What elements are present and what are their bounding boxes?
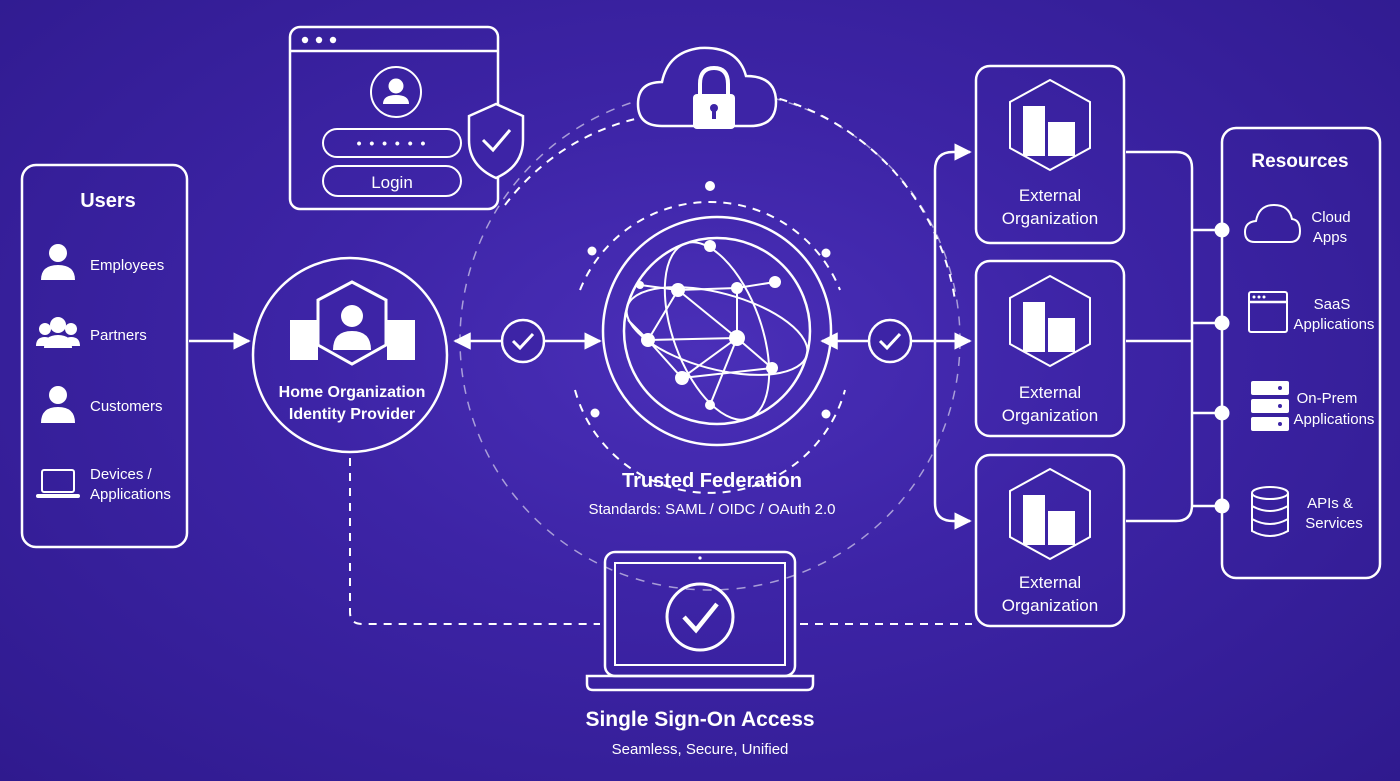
check-circle-icon xyxy=(665,582,735,652)
resource-onprem-line2: Applications xyxy=(1294,411,1375,428)
idp-to-sso-dashed-line xyxy=(349,458,600,625)
person-icon xyxy=(41,244,75,280)
external-org-branches xyxy=(933,143,972,530)
resources-title: Resources xyxy=(1251,151,1348,172)
login-button[interactable] xyxy=(322,165,462,197)
users-item-partners: Partners xyxy=(90,327,147,344)
external-org-3-line2: Organization xyxy=(1002,596,1098,615)
shield-user-icon xyxy=(316,280,388,366)
users-item-devices-line2: Applications xyxy=(90,486,171,503)
users-title: Users xyxy=(80,190,136,212)
login-window: • • • • • • Login xyxy=(288,25,525,211)
person-icon xyxy=(41,386,75,423)
resource-apis-line2: Services xyxy=(1305,515,1363,532)
users-item-customers: Customers xyxy=(90,398,163,415)
resource-apis-line1: APIs & xyxy=(1307,495,1353,512)
check-circle-icon xyxy=(867,318,913,364)
users-item-employees: Employees xyxy=(90,257,164,274)
resource-cloud-line2: Apps xyxy=(1313,229,1347,246)
resource-saas-line1: SaaS xyxy=(1314,296,1351,313)
federation-standards: Standards: SAML / OIDC / OAuth 2.0 xyxy=(588,501,835,518)
resources-panel: Resources Cloud Apps SaaS Applications O… xyxy=(1220,126,1382,580)
building-icon xyxy=(1009,78,1091,172)
group-icon xyxy=(36,317,80,348)
users-item-devices-line1: Devices / xyxy=(90,466,153,483)
browser-window-icon xyxy=(1248,291,1288,333)
external-org-3-line1: External xyxy=(1019,573,1081,592)
users-panel: Users Employees Partners Customers Devic… xyxy=(20,163,189,549)
user-avatar-icon xyxy=(370,66,422,118)
password-mask: • • • • • • xyxy=(357,135,428,151)
laptop-icon xyxy=(36,469,80,498)
federation-globe xyxy=(574,181,846,494)
building-icon xyxy=(290,320,415,360)
external-org-1-line2: Organization xyxy=(1002,209,1098,228)
building-icon xyxy=(1009,274,1091,368)
idp-label-line1: Home Organization xyxy=(279,384,426,401)
resource-saas-line2: Applications xyxy=(1294,316,1375,333)
server-icon xyxy=(1251,381,1289,431)
sso-subtitle: Seamless, Secure, Unified xyxy=(612,741,789,758)
external-org-1-line1: External xyxy=(1019,186,1081,205)
login-button-label: Login xyxy=(371,173,413,192)
external-org-2-line1: External xyxy=(1019,383,1081,402)
external-org-1: External Organization xyxy=(974,64,1126,245)
cloud-lock-icon xyxy=(636,46,778,129)
resource-cloud-line1: Cloud xyxy=(1311,209,1350,226)
password-field[interactable] xyxy=(322,128,462,158)
idp-label-line2: Identity Provider xyxy=(289,406,415,423)
database-icon xyxy=(1251,486,1289,537)
external-org-2-line2: Organization xyxy=(1002,406,1098,425)
federation-title: Trusted Federation xyxy=(622,470,802,492)
building-icon xyxy=(1009,467,1091,561)
resource-onprem-line1: On-Prem xyxy=(1297,390,1358,407)
check-circle-icon xyxy=(500,318,546,364)
external-org-3: External Organization xyxy=(974,453,1126,628)
cloud-icon xyxy=(1243,203,1302,243)
shield-check-icon xyxy=(467,102,525,180)
sso-title: Single Sign-On Access xyxy=(585,708,814,731)
resource-connectors xyxy=(1126,150,1230,523)
home-identity-provider: Home Organization Identity Provider xyxy=(251,256,449,454)
sso-laptop xyxy=(585,550,815,692)
external-org-2: External Organization xyxy=(974,259,1126,438)
